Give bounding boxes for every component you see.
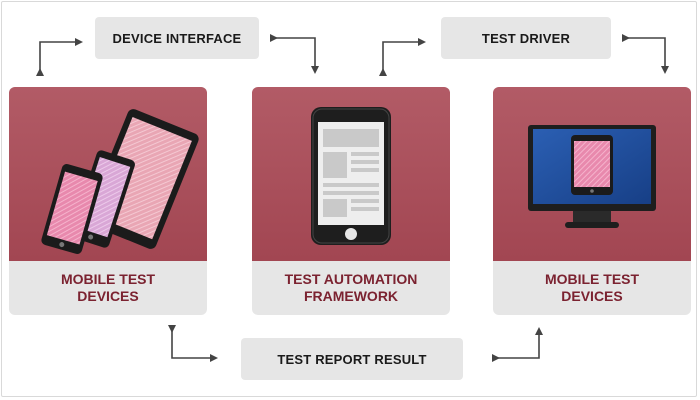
device-interface-box: DEVICE INTERFACE bbox=[95, 17, 259, 59]
test-driver-box: TEST DRIVER bbox=[441, 17, 611, 59]
arrow-report-right bbox=[492, 327, 543, 362]
card-label: MOBILE TEST DEVICES bbox=[60, 271, 156, 304]
card-label: TEST AUTOMATION FRAMEWORK bbox=[284, 271, 418, 304]
smartphone-icon bbox=[311, 107, 391, 245]
card-image-area bbox=[9, 87, 207, 261]
test-driver-label: TEST DRIVER bbox=[481, 30, 571, 46]
arrow-test-driver-right bbox=[622, 34, 669, 74]
card-image-area bbox=[493, 87, 691, 261]
test-report-result-label: TEST REPORT RESULT bbox=[277, 351, 427, 367]
arrow-device-interface-left bbox=[36, 38, 83, 76]
card-mobile-test-devices-left: MOBILE TEST DEVICES bbox=[9, 87, 207, 315]
card-test-automation-framework: TEST AUTOMATION FRAMEWORK bbox=[252, 87, 450, 315]
test-report-result-box: TEST REPORT RESULT bbox=[241, 338, 463, 380]
arrow-test-driver-left bbox=[379, 38, 426, 76]
device-interface-label: DEVICE INTERFACE bbox=[112, 30, 242, 46]
mobile-devices-icon bbox=[41, 109, 199, 254]
card-mobile-test-devices-right: MOBILE TEST DEVICES bbox=[493, 87, 691, 315]
arrow-report-left bbox=[168, 325, 218, 362]
card-image-area bbox=[252, 87, 450, 261]
desktop-monitor-icon bbox=[528, 125, 656, 228]
arrow-device-interface-right bbox=[270, 34, 319, 74]
card-label: MOBILE TEST DEVICES bbox=[544, 271, 640, 304]
